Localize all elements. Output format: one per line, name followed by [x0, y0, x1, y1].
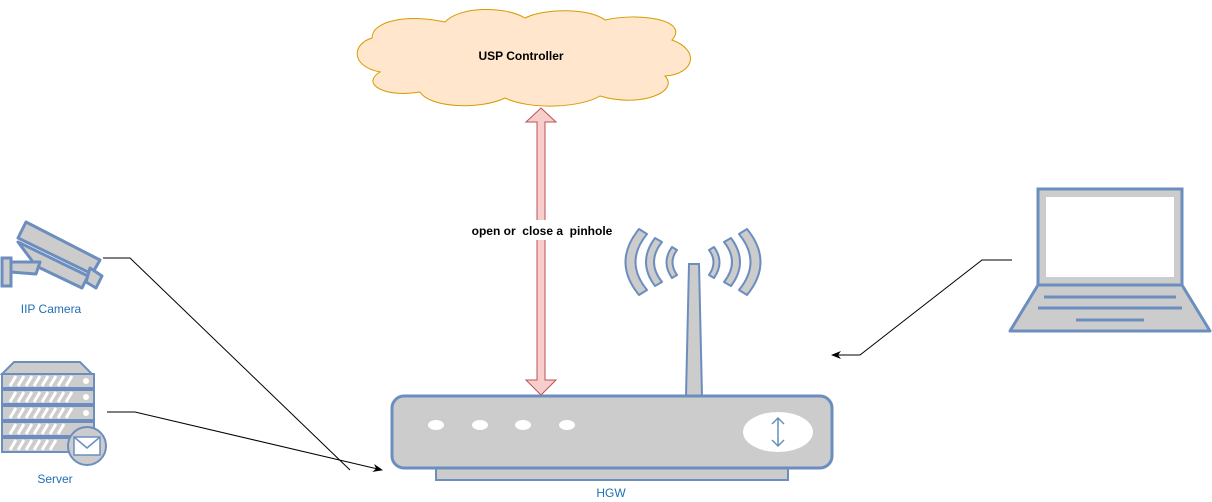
wifi-signal-icon [624, 228, 762, 296]
router-label: HGW [596, 486, 626, 500]
camera-label: IIP Camera [21, 302, 82, 316]
cloud-icon [356, 9, 691, 107]
controller-label: USP Controller [478, 49, 563, 63]
arrow-label-bg [474, 220, 610, 240]
pinhole-arrow [524, 107, 558, 396]
mail-icon [67, 426, 107, 466]
server-connector [107, 411, 383, 472]
usp-controller-cloud: USP Controller [356, 9, 691, 107]
router-icon [390, 263, 834, 481]
arrow-label: open or close a pinhole [472, 224, 613, 238]
security-camera-icon [0, 220, 104, 290]
laptop-icon [1008, 187, 1212, 333]
connectors [103, 257, 1012, 472]
laptop-connector [831, 259, 1012, 359]
camera-connector [103, 257, 351, 471]
server-label: Server [37, 472, 72, 486]
server-icon [0, 361, 95, 453]
